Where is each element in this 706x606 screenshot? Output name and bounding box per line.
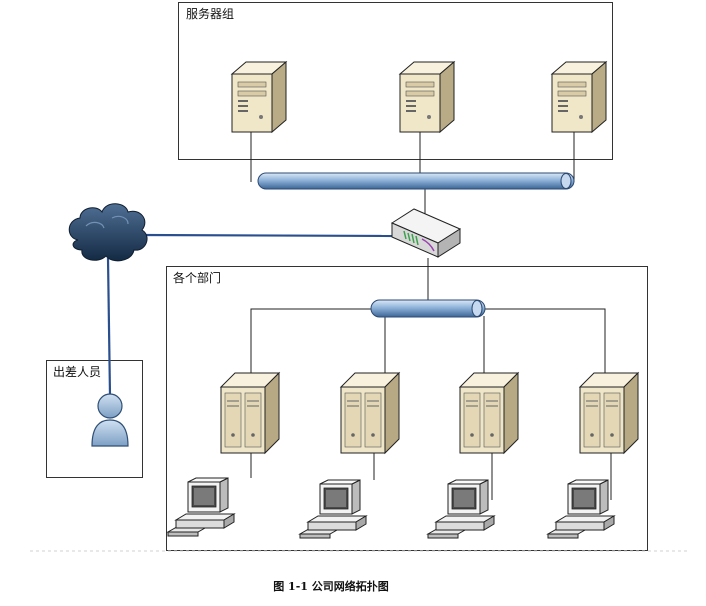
dept-server-icon-2 [340, 372, 400, 454]
switch-device [390, 208, 462, 258]
workstation-icon-4 [547, 479, 615, 539]
server-icon-3 [551, 61, 607, 133]
workstation-icon-3 [427, 479, 495, 539]
workstation-icon-1 [167, 477, 235, 537]
link-cloud-traveler [106, 257, 112, 397]
traveler-user-icon [91, 393, 129, 447]
link-dept-4 [484, 308, 606, 378]
dept-server-icon-3 [459, 372, 519, 454]
server-icon-2 [399, 61, 455, 133]
internet-cloud [68, 203, 148, 262]
link-dept-1 [250, 308, 372, 378]
server-bus [257, 172, 575, 190]
link-cloud-switch [139, 233, 398, 238]
figure-caption: 图 1-1 公司网络拓扑图 [273, 579, 389, 593]
departments-label: 各个部门 [173, 270, 221, 285]
traveler-box [46, 360, 143, 478]
traveler-label: 出差人员 [53, 365, 101, 379]
dept-server-icon-4 [579, 372, 639, 454]
server-group-label: 服务器组 [186, 6, 234, 21]
department-bus [370, 299, 486, 318]
server-icon-1 [231, 61, 287, 133]
departments-box [166, 266, 648, 551]
dept-server-icon-1 [220, 372, 280, 454]
workstation-icon-2 [299, 479, 367, 539]
server-group-box [178, 2, 613, 160]
